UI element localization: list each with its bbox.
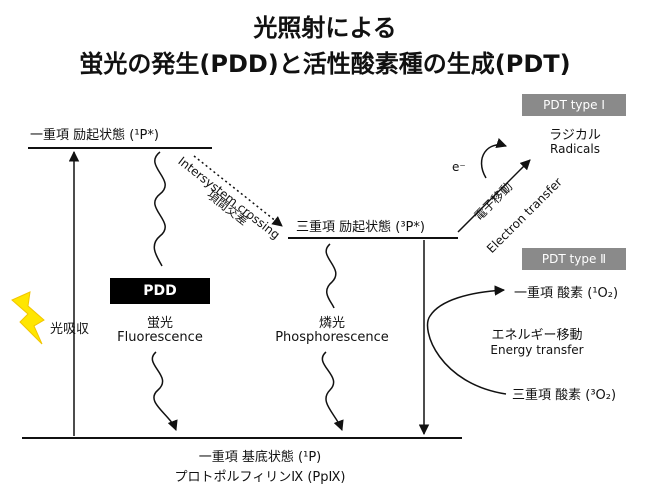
isc-arrow <box>193 155 283 227</box>
s0-state-label: 一重項 基底状態 (¹P) <box>198 450 322 465</box>
electron-label: e⁻ <box>452 160 466 174</box>
title-line-1: 光照射による <box>253 14 397 42</box>
lightning-icon <box>11 291 45 345</box>
phosphorescence-en-label: Phosphorescence <box>275 330 389 345</box>
radicals-en-label: Radicals <box>550 142 600 156</box>
singlet-oxygen-label: 一重項 酸素 (¹O₂) <box>514 286 619 301</box>
energy-transfer-en-label: Energy transfer <box>490 343 584 357</box>
fluorescence-en-label: Fluorescence <box>117 330 203 345</box>
triplet-oxygen-label: 三重項 酸素 (³O₂) <box>512 388 617 403</box>
t1-state-label: 三重項 励起状態 (³P*) <box>296 220 425 235</box>
pdt-type-1-tag: PDT type Ⅰ <box>522 94 626 116</box>
electron-curve-arrow <box>480 138 507 179</box>
s1-state-label: 一重項 励起状態 (¹P*) <box>30 128 159 143</box>
phosphorescence-wave-upper <box>325 243 337 309</box>
fluorescence-jp-label: 蛍光 <box>146 316 173 331</box>
energy-transfer-curve <box>426 285 507 395</box>
pdt-type-2-tag: PDT type Ⅱ <box>522 248 626 270</box>
electron-transfer-arrow <box>457 159 531 233</box>
absorption-label: 光吸収 <box>50 322 90 337</box>
fluorescence-wave-lower <box>151 351 178 431</box>
fluorescence-wave-upper <box>153 151 166 267</box>
protoporphyrin-label: プロトポルフィリンⅨ (PpⅨ) <box>174 470 346 485</box>
phosphorescence-jp-label: 燐光 <box>318 316 345 331</box>
title-line-2: 蛍光の発生(PDD)と活性酸素種の生成(PDT) <box>79 50 571 78</box>
radicals-jp-label: ラジカル <box>549 128 601 143</box>
phosphorescence-wave-lower <box>321 351 344 431</box>
pdd-tag: PDD <box>110 278 210 304</box>
energy-transfer-jp-label: エネルギー移動 <box>491 328 583 343</box>
